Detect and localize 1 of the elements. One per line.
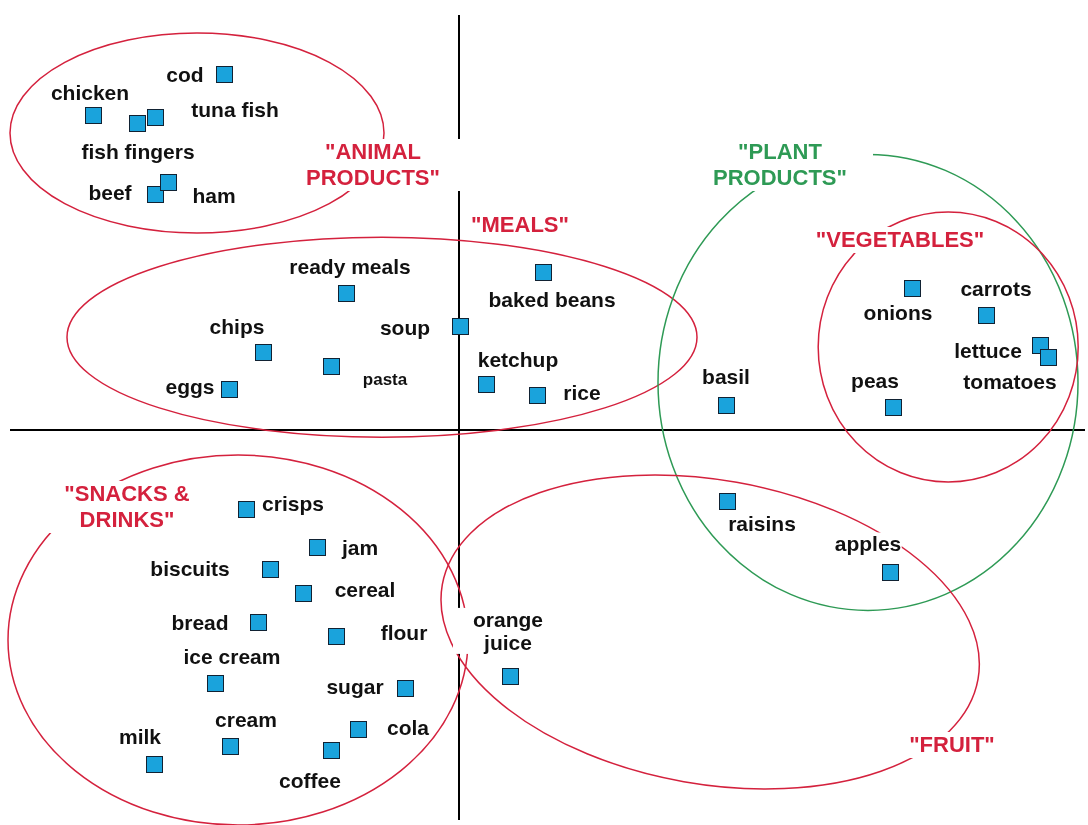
item-label: apples xyxy=(834,532,902,556)
